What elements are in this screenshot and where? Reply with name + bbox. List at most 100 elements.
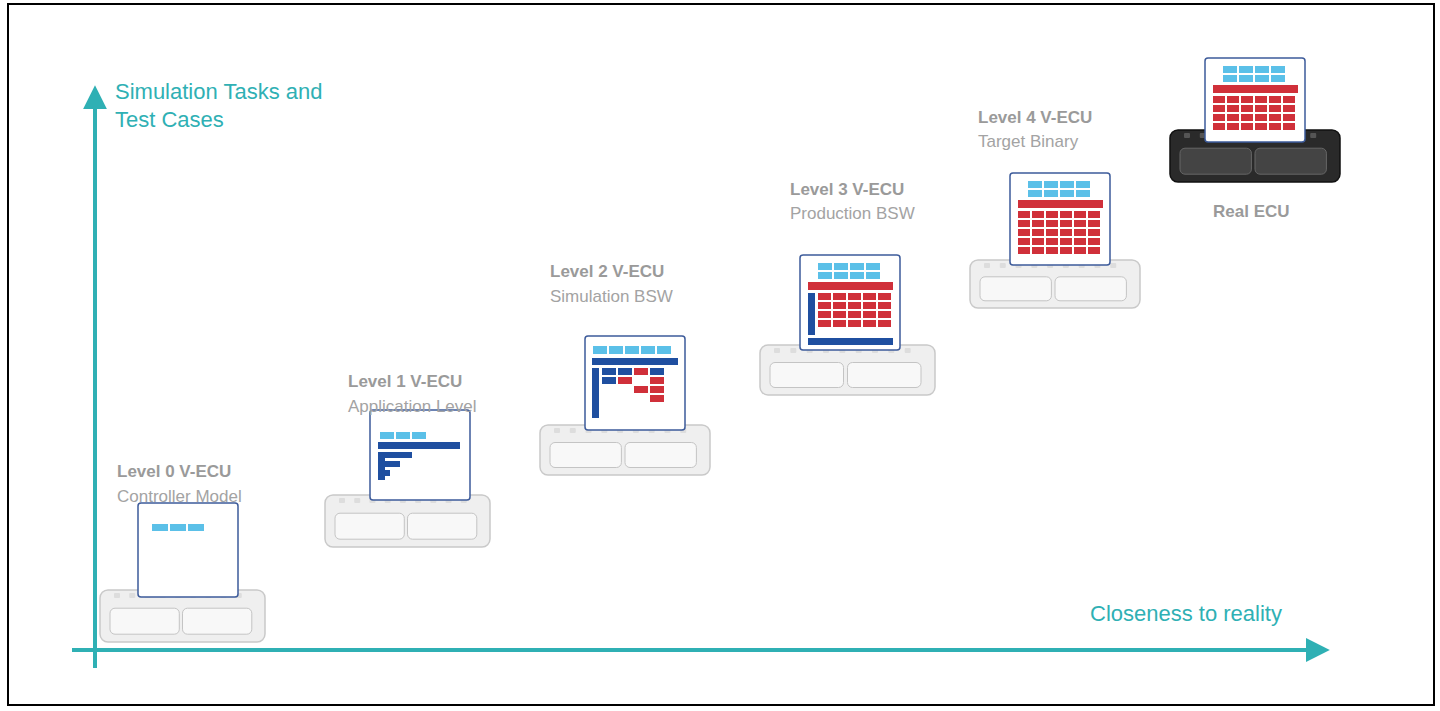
software-block (818, 302, 831, 309)
ecu-body (970, 260, 1140, 308)
software-block (378, 442, 460, 449)
software-block (1255, 66, 1269, 73)
software-block (808, 293, 815, 335)
software-block (808, 282, 893, 290)
ecu-connector (848, 363, 922, 388)
software-block (1283, 96, 1295, 103)
software-block (602, 377, 616, 384)
ecu-connector (1180, 148, 1251, 174)
software-block (878, 320, 891, 327)
software-block (1223, 75, 1237, 82)
software-block (833, 311, 846, 318)
software-block (878, 302, 891, 309)
software-block (634, 368, 648, 375)
software-block (1032, 229, 1044, 236)
software-block (833, 302, 846, 309)
software-block (1018, 247, 1030, 254)
software-block (1241, 105, 1253, 112)
software-block (634, 386, 648, 393)
ecu-rib (1110, 263, 1116, 268)
software-block (1269, 114, 1281, 121)
software-block (878, 311, 891, 318)
software-block (1060, 238, 1072, 245)
level-title: Level 0 V-ECU (117, 462, 231, 482)
software-block (1060, 247, 1072, 254)
software-block (1060, 229, 1072, 236)
software-block (1269, 105, 1281, 112)
software-block (1283, 123, 1295, 130)
software-block (1032, 211, 1044, 218)
software-block (1074, 238, 1086, 245)
software-block (1213, 114, 1225, 121)
software-block (878, 293, 891, 300)
software-block (1283, 105, 1295, 112)
ecu-body (325, 495, 490, 547)
level-title: Level 1 V-ECU (348, 372, 462, 392)
software-block (818, 272, 832, 279)
software-block (866, 272, 880, 279)
software-block (850, 272, 864, 279)
software-block (592, 358, 678, 365)
software-block (1046, 211, 1058, 218)
software-block (1241, 96, 1253, 103)
ecu-connector (408, 513, 477, 539)
ecu-rib (570, 428, 576, 433)
ecu-screen (138, 503, 238, 597)
ecu-name: Real ECU (1213, 202, 1290, 222)
ecu-housing (970, 260, 1140, 308)
ecu-rib (1310, 133, 1316, 138)
ecu-rib (1000, 263, 1006, 268)
software-block (152, 524, 168, 531)
frame (8, 4, 1434, 705)
software-block (1060, 220, 1072, 227)
software-block (848, 320, 861, 327)
software-block (650, 386, 664, 393)
software-block (818, 320, 831, 327)
axis-title: Simulation Tasks and Test Cases (115, 78, 355, 133)
ecu-rib (339, 498, 345, 503)
software-block (641, 346, 655, 354)
ecu-screen (1010, 173, 1110, 265)
software-block (1074, 247, 1086, 254)
software-block (592, 368, 599, 418)
ecu-connector (550, 443, 621, 468)
software-block (1255, 75, 1269, 82)
ecu-rib (984, 263, 990, 268)
software-block (650, 368, 664, 375)
ecu-housing (540, 425, 710, 475)
software-block (1076, 181, 1090, 188)
software-block (1060, 181, 1074, 188)
software-block (863, 302, 876, 309)
software-block (1060, 190, 1074, 197)
software-block (1046, 247, 1058, 254)
software-block (1227, 123, 1239, 130)
software-block (1028, 190, 1042, 197)
software-block (1044, 181, 1058, 188)
software-block (850, 263, 864, 270)
software-block (1227, 96, 1239, 103)
software-block (1088, 247, 1100, 254)
software-block (378, 452, 385, 480)
software-block (1283, 114, 1295, 121)
ecu-connector (335, 513, 404, 539)
ecu-housing (100, 590, 265, 642)
software-block (396, 432, 410, 439)
software-block (1032, 247, 1044, 254)
ecu-rib (129, 593, 135, 598)
software-block (863, 293, 876, 300)
software-block (1044, 190, 1058, 197)
software-block (848, 293, 861, 300)
software-block (1088, 229, 1100, 236)
software-block (650, 395, 664, 402)
software-block (1046, 238, 1058, 245)
software-block (1018, 200, 1103, 208)
software-block (618, 368, 632, 375)
software-block (1255, 123, 1267, 130)
software-block (1269, 123, 1281, 130)
software-block (1241, 114, 1253, 121)
software-block (1239, 66, 1253, 73)
software-block (1018, 238, 1030, 245)
software-block (1032, 238, 1044, 245)
ecu-rib (905, 348, 911, 353)
level-title: Level 3 V-ECU (790, 180, 904, 200)
